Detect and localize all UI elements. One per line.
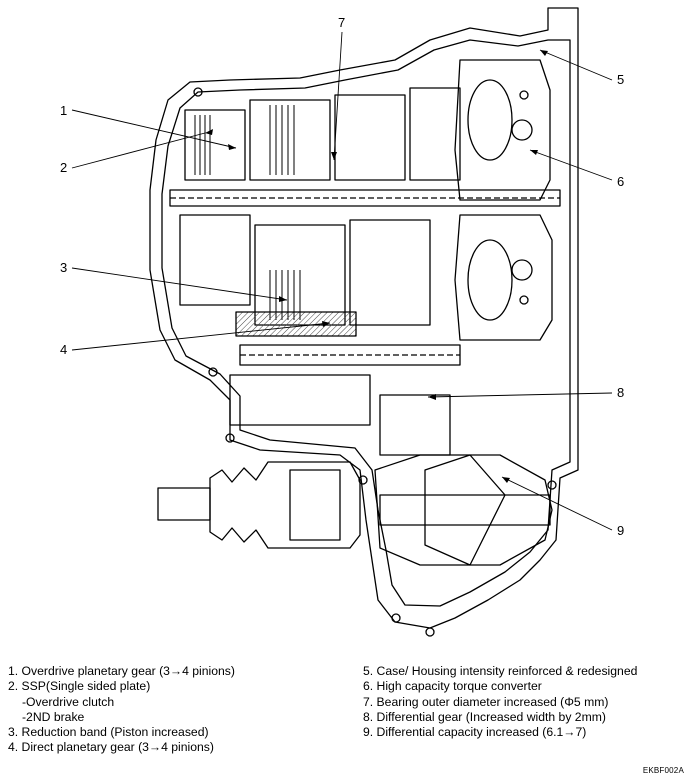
callout-7: 7 <box>338 15 346 30</box>
drive-shaft <box>157 487 211 521</box>
leader-9 <box>501 476 613 531</box>
transaxle-cross-section-drawing <box>71 7 613 637</box>
callout-1: 1 <box>60 103 68 118</box>
callout-2: 2 <box>60 160 68 175</box>
cv-boot <box>209 461 361 549</box>
legend-item-2b: -2ND brake <box>22 709 85 724</box>
legend-item-9: 9. Differential capacity increased (6.1→… <box>363 725 587 740</box>
legend-left-column: 1. Overdrive planetary gear (3→4 pinions… <box>8 664 348 756</box>
callout-3: 3 <box>60 260 68 275</box>
legend-right-column: 5. Case/ Housing intensity reinforced & … <box>363 664 693 740</box>
case-inner <box>161 39 571 607</box>
legend-item-1: 1. Overdrive planetary gear (3→4 pinions… <box>8 664 235 678</box>
leader-7 <box>333 31 343 161</box>
leader-5 <box>539 49 613 81</box>
leader-3 <box>71 267 288 301</box>
legend-item-2: 2. SSP(Single sided plate) <box>8 679 151 694</box>
torque-converter <box>454 59 551 201</box>
callout-4: 4 <box>60 342 68 357</box>
leader-6 <box>529 149 613 181</box>
legend-item-2a: -Overdrive clutch <box>22 694 115 709</box>
leader-2 <box>71 132 206 169</box>
differential-housing <box>374 454 553 566</box>
legend-item-3: 3. Reduction band (Piston increased) <box>8 725 209 740</box>
leader-1 <box>71 109 237 149</box>
callout-9: 9 <box>617 523 625 538</box>
legend-item-6: 6. High capacity torque converter <box>363 679 542 694</box>
leader-8 <box>427 392 613 398</box>
legend-item-7: 7. Bearing outer diameter increased (Φ5 … <box>363 694 609 709</box>
legend-item-4: 4. Direct planetary gear (3→4 pinions) <box>8 740 214 755</box>
legend-item-5: 5. Case/ Housing intensity reinforced & … <box>363 664 638 678</box>
figure-code: EKBF002A <box>642 766 684 775</box>
callout-6: 6 <box>617 174 625 189</box>
callout-5: 5 <box>617 72 625 87</box>
callout-8: 8 <box>617 385 625 400</box>
legend-item-8: 8. Differential gear (Increased width by… <box>363 709 606 724</box>
leader-4 <box>71 322 331 351</box>
